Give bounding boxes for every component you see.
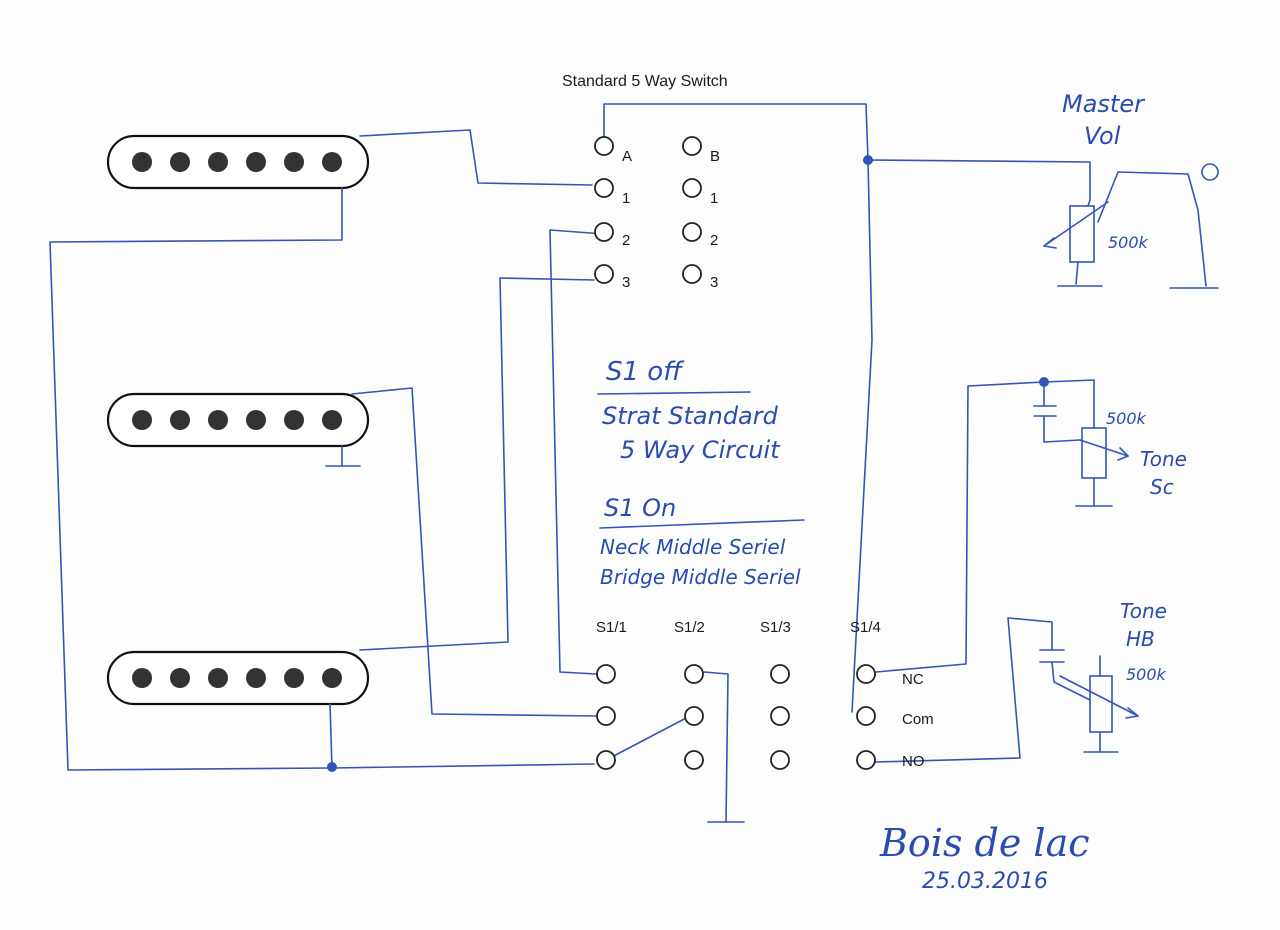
note-s1-on-title: S1 On [604,494,676,522]
neck-pickup [106,134,370,190]
wire-tone-sc-cap2 [1043,415,1081,443]
s1-pole-label: S1/3 [760,619,791,636]
s1-terminal [770,750,790,770]
terminal-label: 1 [622,190,630,207]
master-vol-value: 500k [1108,233,1149,252]
wire-no-tone-hb [875,617,1053,763]
tone-sc-capacitor [1033,405,1057,417]
s1-terminal [856,664,876,684]
junction-dot [327,762,337,772]
junction-dot [863,155,873,165]
s1-switch: S1/1 S1/2 S1/3 S1/4 NC Com NO [596,619,934,770]
switch-terminal [682,136,702,156]
s1-terminal [770,706,790,726]
s1-terminal [684,664,704,684]
tone-hb-value: 500k [1126,665,1167,684]
switch-terminal [682,222,702,242]
s1-terminal [596,664,616,684]
note-s1-on-line2: Bridge Middle Seriel [600,565,801,589]
note-s1-on-line1: Neck Middle Seriel [600,535,786,559]
terminal-label: 2 [622,232,630,249]
wire-tone-sc-top [1043,379,1095,429]
s1-pole-label: S1/2 [674,619,705,636]
tone-hb-label: HB [1126,627,1155,651]
wire-vol-output [1097,171,1207,287]
master-vol-label: Vol [1084,122,1121,150]
handwritten-notes: S1 off Strat Standard 5 Way Circuit S1 O… [597,90,1187,894]
s1-terminal [596,706,616,726]
tone-sc-label: Sc [1150,475,1174,499]
signature: Bois de lac [879,821,1090,865]
switch-terminal [594,136,614,156]
s1-terminal [684,706,704,726]
terminal-label: A [622,148,632,165]
wire-switch2-s1 [549,229,605,675]
note-s1-off-line1: Strat Standard [602,402,779,430]
contact-label-no: NO [902,753,925,770]
note-s1-off-title: S1 off [606,357,685,387]
wire-neck-hot [359,129,593,186]
wire-middle-hot [351,387,597,717]
switch-terminal [682,264,702,284]
switch-terminal [682,178,702,198]
five-way-switch: Standard 5 Way Switch A 1 2 3 B 1 2 3 [562,73,728,291]
bridge-pickup [106,650,370,706]
tone-hb-label: Tone [1120,599,1167,623]
wire-switch-a-top [603,103,869,161]
tone-hb-pot [1059,655,1139,753]
tone-sc-value: 500k [1106,409,1147,428]
master-vol-label: Master [1062,90,1146,118]
switch-title: Standard 5 Way Switch [562,73,728,90]
wire-vol-bottom [1075,261,1079,285]
s1-pole-label: S1/4 [850,619,881,636]
wire-neck-ground [49,187,343,771]
output-jack [1201,163,1219,181]
wire-to-volume [867,159,1091,201]
terminal-label: 3 [710,274,718,291]
s1-pole-label: S1/1 [596,619,627,636]
switch-terminal [594,178,614,198]
note-s1-off-line2: 5 Way Circuit [620,436,781,464]
s1-terminal [596,750,616,770]
terminal-label: B [710,148,720,165]
wire-nc-tone-sc [875,381,1045,673]
wire-switch3-bridge [359,277,595,651]
middle-pickup [106,392,370,448]
terminal-label: 1 [710,190,718,207]
tone-hb-capacitor [1039,649,1065,663]
master-volume-pot [1043,201,1109,263]
switch-terminal [594,264,614,284]
s1-lever [605,715,691,761]
wire-vol-top [1087,199,1091,207]
s1-terminal [684,750,704,770]
date: 25.03.2016 [922,869,1048,894]
terminal-label: 3 [622,274,630,291]
terminal-label: 2 [710,232,718,249]
wire-s1-2-ground [703,671,729,823]
wire-tone-hb-cap2 [1051,661,1091,701]
contact-label-com: Com [902,711,934,728]
tone-sc-label: Tone [1140,447,1187,471]
wire-common-down [851,159,873,713]
junction-dot [1039,377,1049,387]
tone-sc-pot [1075,427,1129,507]
s1-terminal [856,750,876,770]
contact-label-nc: NC [902,671,924,688]
s1-terminal [770,664,790,684]
s1-terminal [856,706,876,726]
switch-terminal [594,222,614,242]
wires [49,103,1219,823]
